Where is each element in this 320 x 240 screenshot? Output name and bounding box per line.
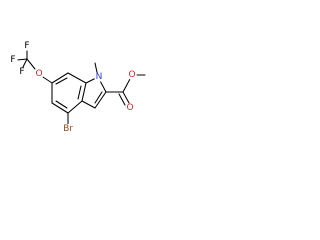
nitrogen-atom: N xyxy=(94,72,104,82)
ester-oxygen-atom: O xyxy=(127,70,137,80)
bond-carbonyl-carbon-ester-oxygen xyxy=(122,78,131,93)
ether-oxygen-atom: O xyxy=(34,69,44,79)
bond-c2-c3-single xyxy=(94,91,107,109)
bond-c7a-c7 xyxy=(67,72,87,84)
bond-c5-c4-inner xyxy=(55,100,68,109)
bond-c7-c6 xyxy=(51,72,69,84)
bonds xyxy=(16,48,146,126)
bromine-label: Br xyxy=(63,124,73,134)
bond-c6-ether-oxygen xyxy=(42,76,53,84)
nitrogen-label: N xyxy=(96,72,103,82)
ester-oxygen-label: O xyxy=(128,70,135,80)
bond-cf3-f2 xyxy=(16,58,28,61)
fluorine-label-1: F xyxy=(24,41,29,51)
carbonyl-oxygen-atom: O xyxy=(125,103,135,113)
carbonyl-oxygen-label: O xyxy=(126,103,133,113)
ether-oxygen-label: O xyxy=(35,69,42,79)
bromine-atom: Br xyxy=(61,124,76,134)
bond-c3a-c7a xyxy=(81,82,87,102)
bond-c7-c6-inner xyxy=(55,77,68,85)
bond-c3a-c7a-inner xyxy=(77,85,82,100)
fluorine-atom-3: F xyxy=(17,67,27,77)
bond-c3-c3a xyxy=(81,100,96,109)
fluorine-atom-1: F xyxy=(22,41,32,51)
bond-carbonyl-oxygen-b xyxy=(118,93,126,106)
bond-cf3-f3 xyxy=(22,58,28,68)
atom-labels: N O O O F F F xyxy=(8,41,137,134)
bond-carbonyl-oxygen-a xyxy=(122,91,130,104)
fluorine-label-2: F xyxy=(10,55,15,65)
molecule-canvas: N O O O F F F xyxy=(0,0,152,152)
molecule-structure: N O O O F F F xyxy=(8,41,146,134)
fluorine-label-3: F xyxy=(19,67,24,77)
fluorine-atom-2: F xyxy=(8,55,18,65)
bond-c5-c4 xyxy=(51,102,69,114)
bond-c2-c3-double xyxy=(94,91,103,104)
bond-c4-c3a xyxy=(67,100,83,114)
bond-ether-oxygen-cf3 xyxy=(26,58,36,70)
